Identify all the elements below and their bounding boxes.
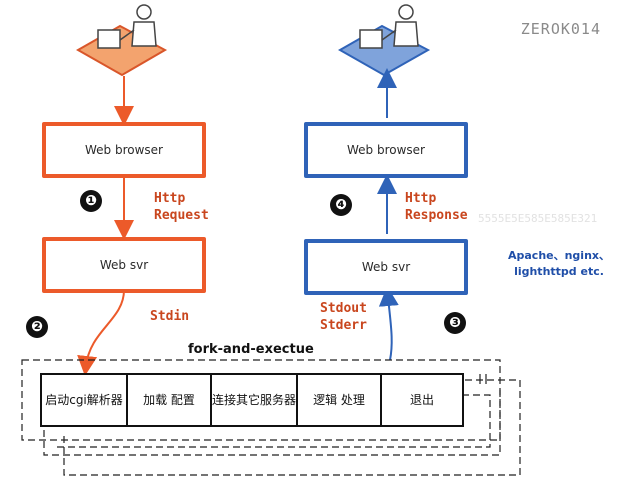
step-4-badge: ❹ [330, 194, 352, 216]
fork-and-execute-title: fork-and-exectue [188, 342, 314, 357]
arrow-server-to-cgi [77, 289, 125, 376]
stage-logic-processing: 逻辑 处理 [296, 373, 382, 427]
watermark: ZEROK014 [520, 20, 601, 38]
stdin-label: Stdin [150, 309, 190, 324]
user-at-computer-icon-right [337, 4, 431, 77]
server-examples-note: Apache、nginx、lighthttpd etc. [507, 249, 611, 278]
http-request-label: Http Request [154, 191, 209, 223]
http-response-label: Http Response [405, 191, 468, 223]
stage-load-config: 加载 配置 [126, 373, 212, 427]
web-browser-box-response: Web browser [304, 122, 468, 178]
process-outline-3 [63, 379, 521, 476]
faint-background-text: 5555E5E585E585E321 [478, 212, 598, 225]
web-server-box-request: Web svr [42, 237, 206, 293]
web-browser-box-request: Web browser [42, 122, 206, 178]
step-3-badge: ❸ [444, 312, 466, 334]
step-2-badge: ❷ [26, 316, 48, 338]
stage-start-cgi-parser: 启动cgi解析器 [40, 373, 128, 427]
stdout-stderr-label: Stdout Stderr [320, 301, 367, 333]
arrow-process-to-server-right [378, 286, 399, 361]
stage-connect-servers: 连接其它服务器 [210, 373, 298, 427]
process-outline-4 [54, 394, 491, 448]
step-1-badge: ❶ [80, 190, 102, 212]
process-outline-outer [21, 359, 501, 441]
user-at-computer-icon-left [75, 4, 168, 77]
web-server-box-response: Web svr [304, 239, 468, 295]
stage-exit: 退出 [380, 373, 464, 427]
process-outline-2 [43, 388, 501, 456]
